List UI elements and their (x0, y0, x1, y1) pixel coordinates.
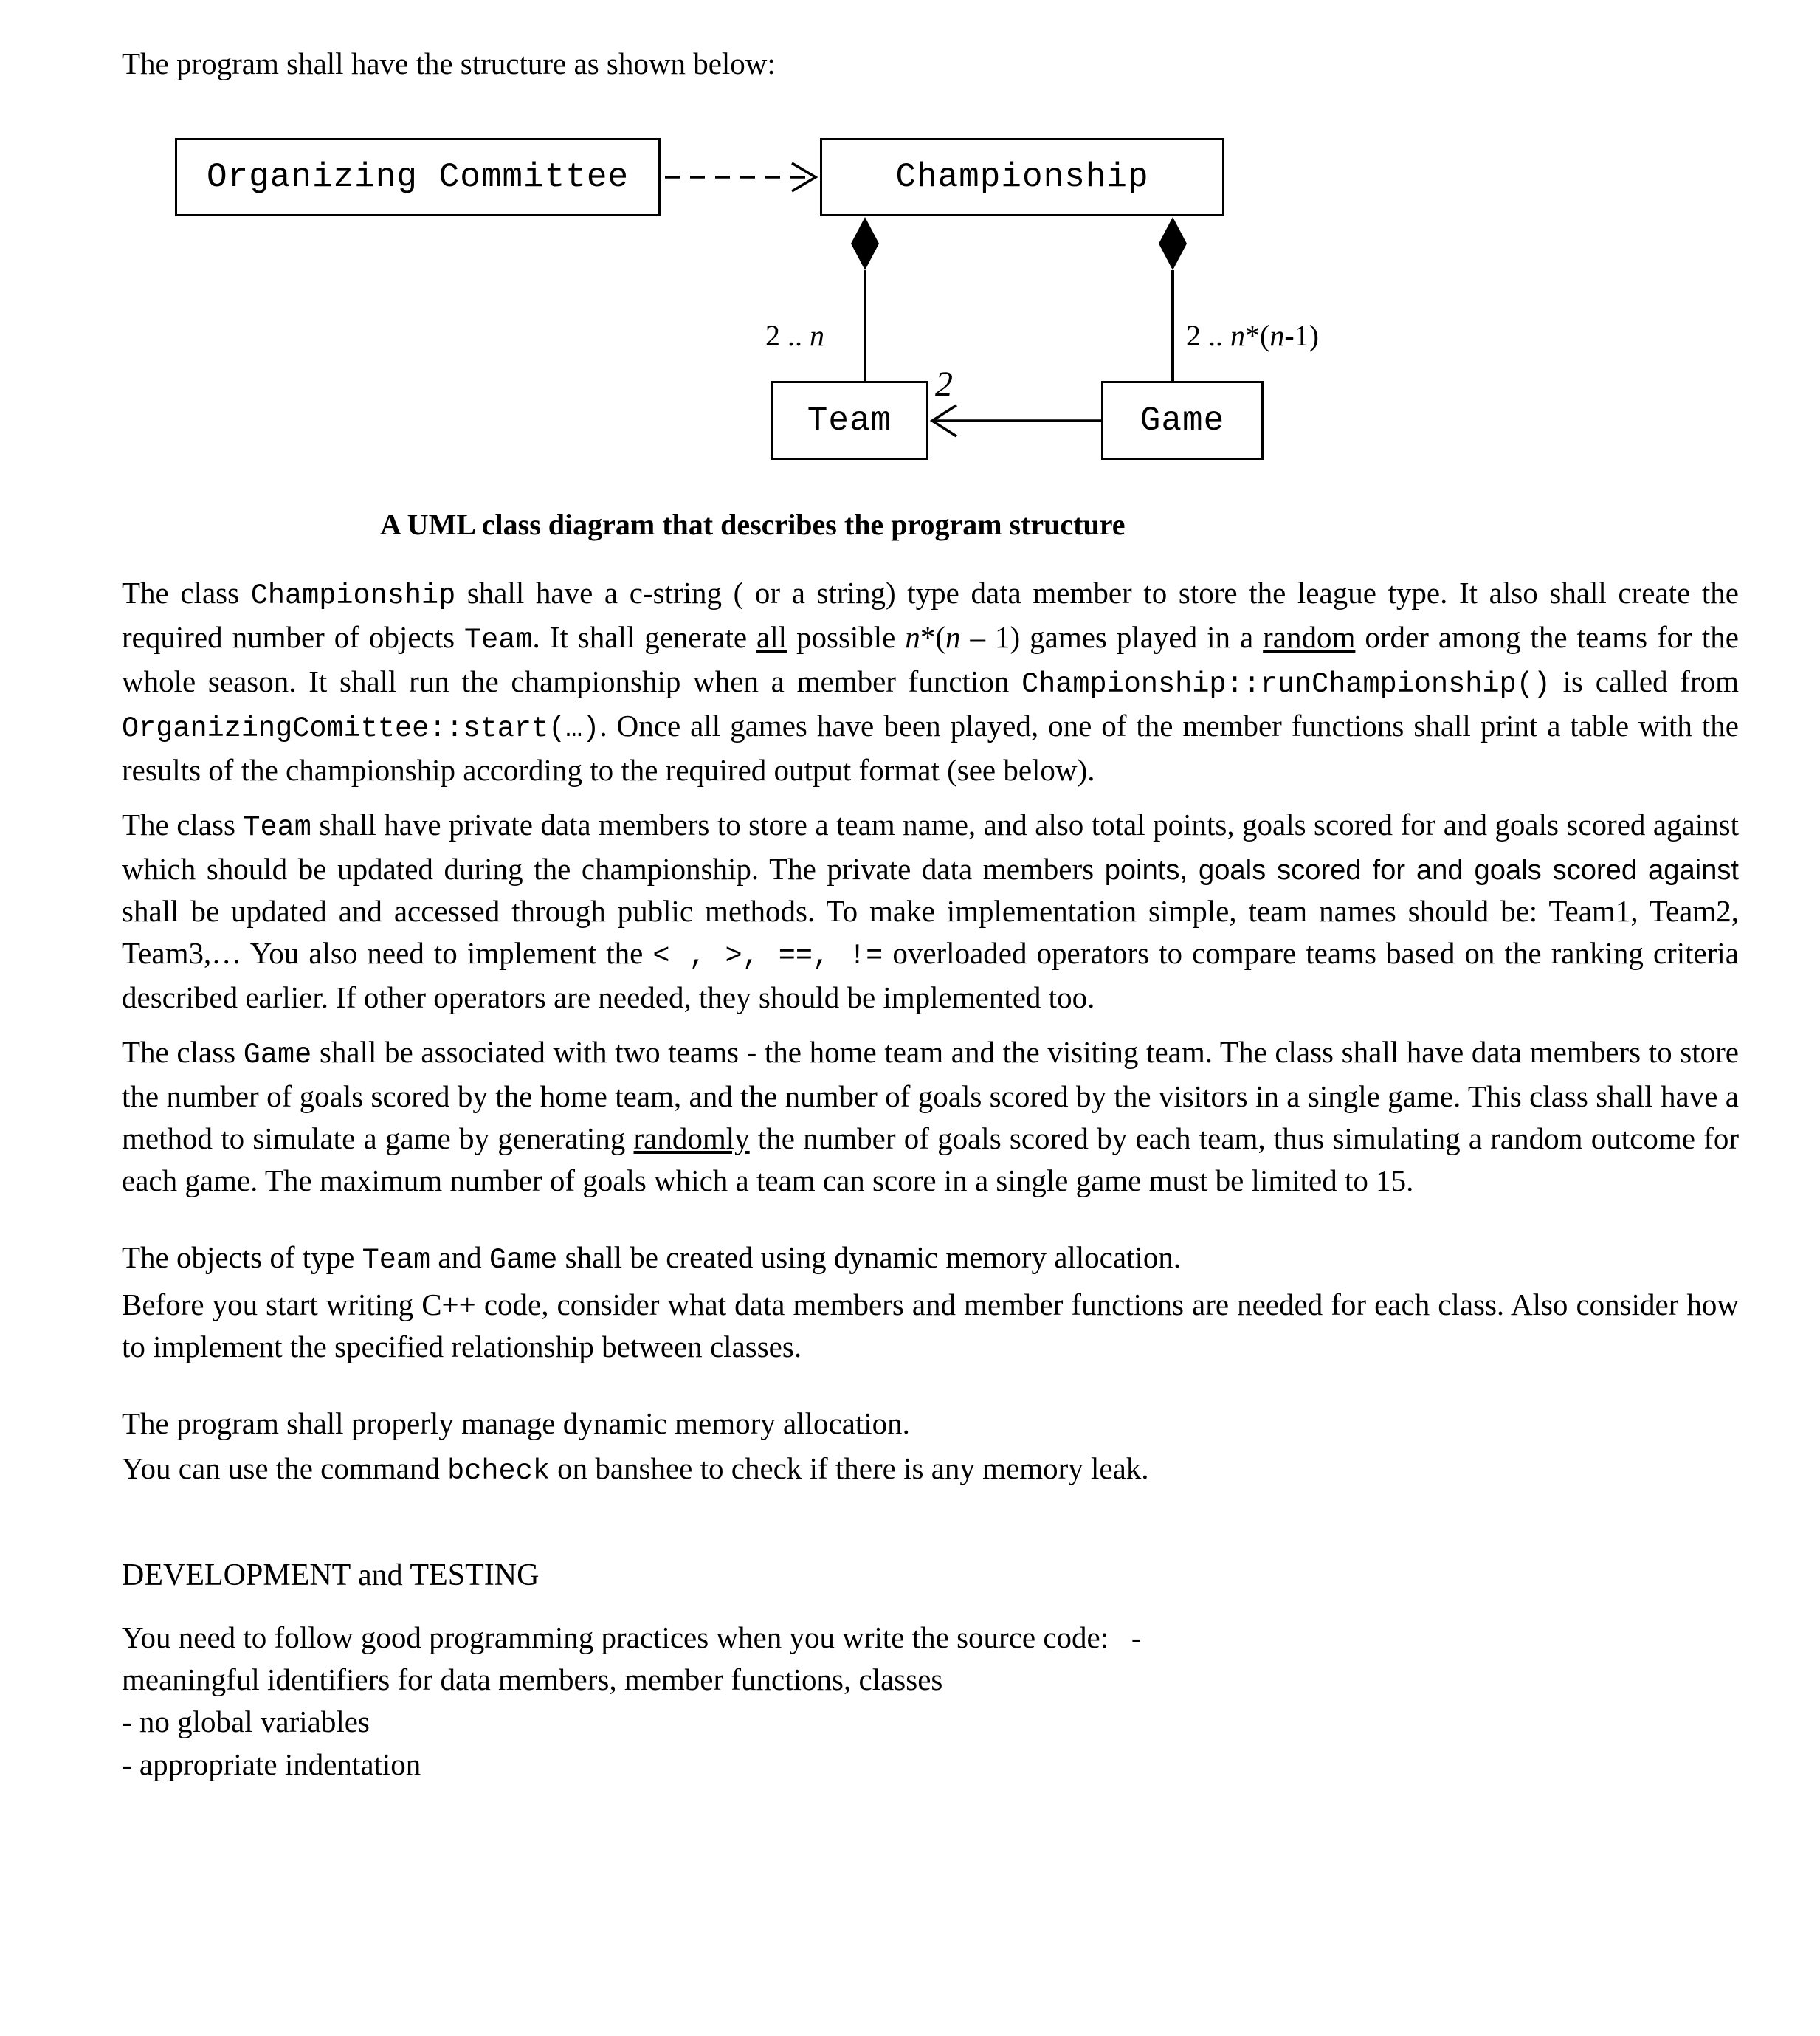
text-segment: *( (1245, 319, 1270, 353)
paragraph-before-coding: Before you start writing C++ code, consi… (122, 1287, 1739, 1364)
text-segment: The class (122, 576, 251, 611)
text-segment: Championship::runChampionship() (1021, 668, 1551, 701)
text-segment: *( (920, 620, 946, 655)
text-segment: n (1269, 319, 1285, 353)
text-segment: is called from (1550, 664, 1739, 699)
diagram-caption: A UML class diagram that describes the p… (380, 508, 1126, 542)
text-segment: on banshee to check if there is any memo… (549, 1451, 1149, 1485)
paragraph-team: The class Team shall have private data m… (122, 804, 1739, 1019)
dependency-arrowhead-icon (791, 162, 818, 193)
document-page: The program shall have the structure as … (122, 47, 1739, 1786)
class-box-team: Team (771, 381, 928, 461)
text-segment: < , >, ==, != (652, 940, 883, 973)
text-segment: Championship (250, 579, 456, 613)
text-segment: possible (787, 620, 906, 655)
text-segment: points, goals scored for and goals score… (1104, 853, 1739, 886)
text-segment: randomly (633, 1121, 750, 1156)
paragraph-bcheck: You can use the command bcheck on banshe… (122, 1448, 1739, 1492)
text-segment: Game (243, 1038, 312, 1071)
class-name-label: Organizing Committee (206, 158, 630, 197)
text-segment: – 1) games played in a (960, 620, 1264, 655)
class-box-championship: Championship (820, 138, 1224, 217)
text-segment: -1) (1284, 319, 1319, 353)
section-heading-development: DEVELOPMENT and TESTING (122, 1558, 540, 1592)
text-segment: order among the teams for the whole seas… (122, 620, 1739, 699)
association-multiplicity-label: 2 (935, 365, 953, 405)
text-segment: The class (122, 1034, 244, 1069)
text-segment: shall be created using dynamic memory al… (557, 1239, 1182, 1274)
class-name-label: Team (807, 401, 892, 440)
guideline-line: You need to follow good programming prac… (122, 1620, 1142, 1654)
text-segment: n (1230, 319, 1245, 353)
text-segment: You can use the command (122, 1451, 448, 1485)
text-segment: random (1263, 620, 1356, 655)
class-box-organizing-committee: Organizing Committee (175, 138, 661, 217)
text-segment: shall have private data members to store… (122, 807, 1739, 886)
text-segment: . It shall generate (532, 620, 757, 655)
class-name-label: Championship (895, 158, 1149, 197)
multiplicity-game: 2 .. n*(n-1) (1186, 321, 1319, 351)
class-box-game: Game (1101, 381, 1264, 461)
paragraph-memory-management: The program shall properly manage dynami… (122, 1406, 910, 1440)
uml-connectors (665, 162, 1187, 438)
text-segment: n (905, 620, 920, 655)
text-segment: Team (464, 624, 533, 657)
uml-class-diagram: Organizing Committee Championship Team G… (122, 123, 1739, 472)
class-name-label: Game (1140, 401, 1225, 440)
guideline-line: - no global variables (122, 1705, 370, 1739)
multiplicity-team: 2 .. n (765, 321, 824, 351)
text-segment: Team (243, 811, 311, 844)
text-segment: OrganizingComittee::start(…) (122, 712, 600, 746)
composition-diamond-icon (1159, 217, 1187, 271)
text-segment: shall be updated and accessed through pu… (122, 893, 1739, 971)
text-segment: . Once all games have been played, one o… (122, 709, 1739, 788)
paragraph-championship: The class Championship shall have a c-st… (122, 572, 1739, 791)
text-segment: Game (489, 1243, 558, 1276)
composition-diamond-icon (851, 217, 879, 271)
text-segment: shall have a c-string ( or a string) typ… (122, 576, 1739, 655)
text-segment: overloaded operators to compare teams ba… (122, 936, 1739, 1015)
text-segment: n (945, 620, 961, 655)
paragraph-dynamic-objects: The objects of type Team and Game shall … (122, 1237, 1739, 1281)
text-segment: The objects of type (122, 1239, 362, 1274)
text-segment: and (430, 1239, 489, 1274)
guideline-line: meaningful identifiers for data members,… (122, 1662, 943, 1697)
text-segment: 2 .. (1186, 319, 1230, 353)
intro-text: The program shall have the structure as … (122, 47, 776, 80)
text-segment: The class (122, 807, 244, 842)
paragraph-game: The class Game shall be associated with … (122, 1031, 1739, 1203)
development-guidelines: You need to follow good programming prac… (122, 1617, 1739, 1786)
text-segment: the number of goals scored by each team,… (122, 1121, 1739, 1198)
text-segment: shall be associated with two teams - the… (122, 1034, 1739, 1156)
association-arrowhead-icon (929, 404, 957, 438)
text-segment: n (810, 319, 824, 353)
text-segment: bcheck (447, 1454, 550, 1488)
text-segment: Team (362, 1243, 431, 1276)
text-segment: all (756, 620, 787, 655)
guideline-line: - appropriate indentation (122, 1747, 421, 1781)
text-segment: 2 .. (765, 319, 810, 353)
